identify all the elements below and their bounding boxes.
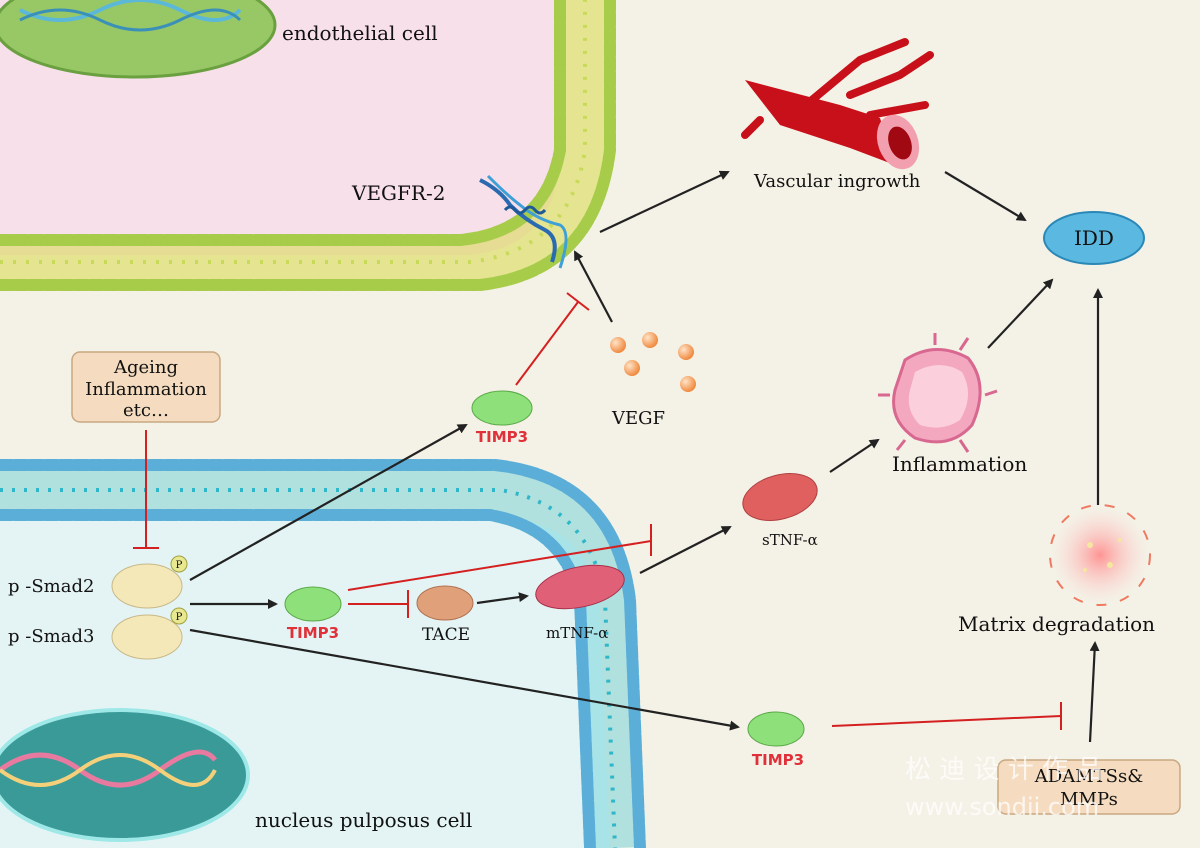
adamts-box-line2: MMPs <box>1060 789 1118 810</box>
arrow-vascular-to-idd <box>944 171 1027 222</box>
blood-vessel-icon <box>741 38 934 170</box>
adamts-box-line1: ADAMTSs& <box>1034 766 1143 787</box>
timp3-bottom <box>747 711 805 747</box>
inflammation-label: Inflammation <box>892 452 1027 476</box>
activation-arrows <box>189 170 1103 743</box>
tace-label: TACE <box>422 625 470 645</box>
phospho-badge-smad2 <box>170 555 188 573</box>
mtnf-molecule <box>535 564 625 610</box>
ageing-box <box>71 351 221 423</box>
psmad3-node <box>111 614 183 660</box>
watermark-line2: www.sondii.com <box>905 793 1099 821</box>
psmad2-node <box>111 563 183 609</box>
timp3-mid-label: TIMP3 <box>287 624 339 642</box>
arrow-vegf-to-vegfr <box>574 250 613 323</box>
arrow-tace-to-mtnf <box>476 592 529 605</box>
matrix-degradation-icon <box>1049 504 1151 606</box>
arrow-smad3-to-timp3-bottom <box>189 628 740 731</box>
matrix-degradation-label: Matrix degradation <box>958 612 1155 636</box>
arrow-inflammation-to-idd <box>987 278 1054 349</box>
timp3-mid <box>284 586 342 622</box>
vegf-particles <box>610 332 696 392</box>
idd-node <box>1043 211 1145 265</box>
psmad2-label: p -Smad2 <box>8 576 94 597</box>
endothelial-membrane <box>0 0 616 291</box>
idd-label: IDD <box>1074 226 1114 250</box>
tace-molecule <box>416 585 474 621</box>
vegf-label: VEGF <box>611 408 665 429</box>
ageing-box-line2: Inflammation <box>85 379 207 400</box>
mtnf-label: mTNF-α <box>546 624 608 642</box>
phospho-label-smad3: P <box>176 612 183 623</box>
ageing-box-line3: etc… <box>123 400 169 421</box>
arrow-smad2-to-timp3-top <box>189 424 468 581</box>
timp3-bottom-label: TIMP3 <box>752 751 804 769</box>
np-cell-label: nucleus pulposus cell <box>255 808 472 832</box>
watermark-line1: 松 迪 设 计 作 品 <box>905 755 1102 785</box>
stnf-molecule <box>742 473 818 521</box>
phospho-label-smad2: P <box>176 560 183 571</box>
np-nucleus <box>0 708 250 842</box>
arrow-stnf-to-inflammation <box>829 438 880 473</box>
phospho-badge-smad3 <box>170 607 188 625</box>
arrow-mtnf-to-stnf <box>639 526 732 574</box>
adamts-box <box>997 759 1181 815</box>
endothelial-nucleus <box>0 0 277 79</box>
timp3-top <box>471 390 533 426</box>
arrow-adamts-to-matrix <box>1088 641 1100 743</box>
ageing-box-line1: Ageing <box>113 357 178 378</box>
vascular-ingrowth-label: Vascular ingrowth <box>753 171 921 192</box>
timp3-top-label: TIMP3 <box>476 428 528 446</box>
vegfr2-label: VEGFR-2 <box>351 181 445 205</box>
psmad3-label: p -Smad3 <box>8 626 94 647</box>
arrow-vegfr-to-vascular <box>599 170 730 233</box>
vegfr2-receptor <box>479 174 568 269</box>
inhibition-lines <box>133 292 1062 730</box>
inflammation-cell-icon <box>878 333 998 453</box>
endothelial-cell-label: endothelial cell <box>282 21 438 45</box>
stnf-label: sTNF-α <box>762 531 818 549</box>
